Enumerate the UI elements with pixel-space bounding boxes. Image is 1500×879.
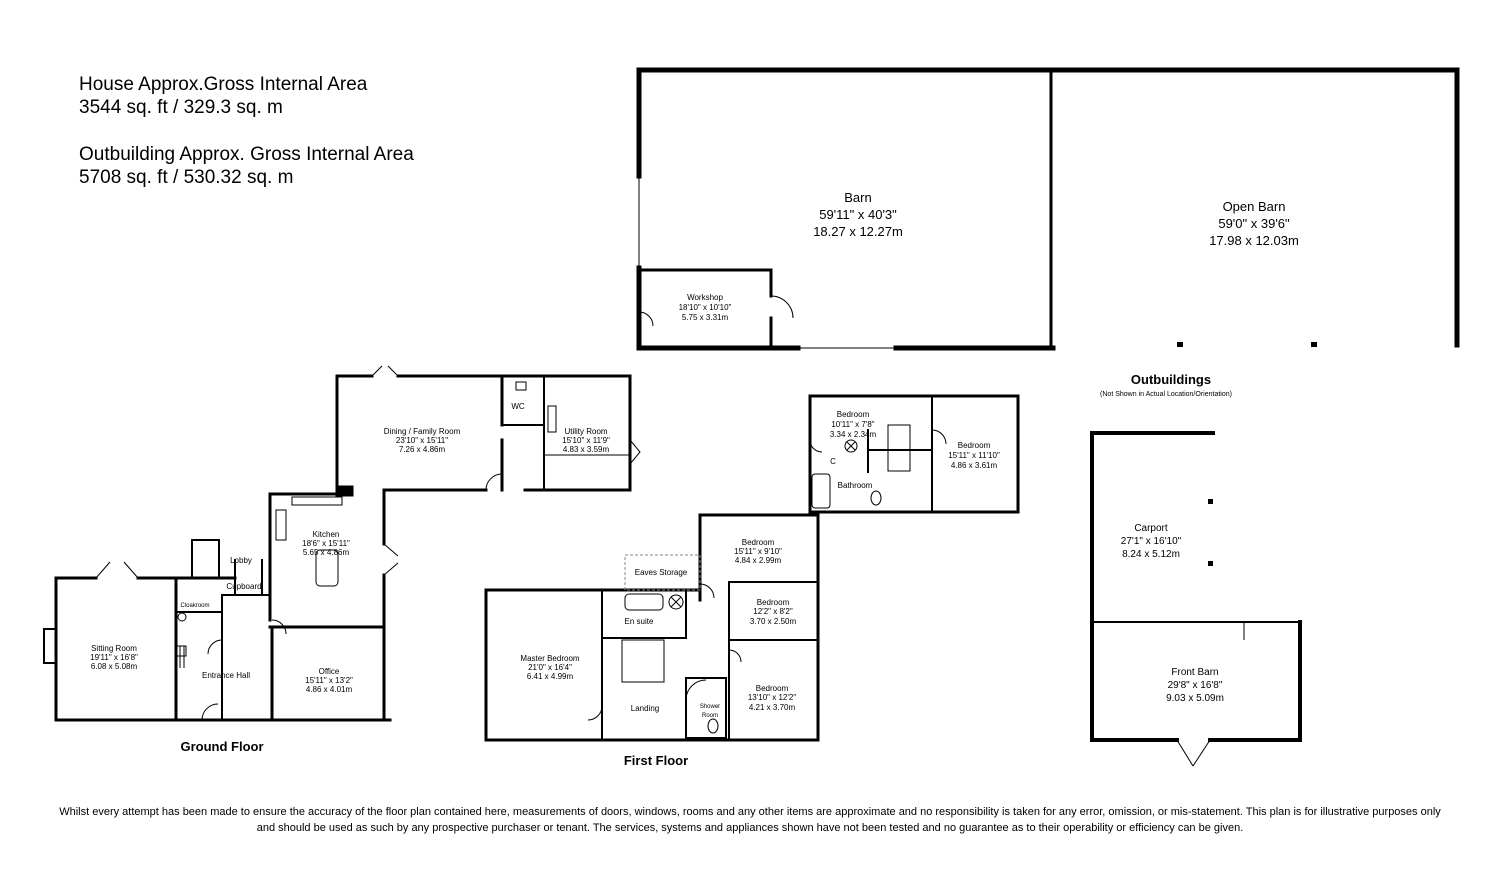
shower-room-label-2: Room (702, 713, 718, 719)
barn-metric: 18.27 x 12.27m (813, 224, 903, 239)
house-area: House Approx.Gross Internal Area 3544 sq… (79, 73, 367, 119)
office-label: Office 15'11" x 13'2" 4.86 x 4.01m (305, 667, 353, 694)
bedroom-e-label: Bedroom 13'10" x 12'2" 4.21 x 3.70m (748, 684, 796, 712)
dining-label: Dining / Family Room 23'10" x 15'11" 7.2… (384, 427, 461, 454)
bedroom-e-name: Bedroom (756, 684, 789, 693)
open-barn-name: Open Barn (1223, 199, 1286, 214)
bedroom-d-metric: 3.70 x 2.50m (750, 617, 797, 626)
dining-name: Dining / Family Room (384, 427, 461, 436)
bedroom-c-name: Bedroom (742, 538, 775, 547)
sitting-room-label: Sitting Room 19'11" x 16'8" 6.08 x 5.08m (90, 644, 138, 671)
carport-name: Carport (1134, 523, 1168, 534)
outbuilding-area-title: Outbuilding Approx. Gross Internal Area (79, 144, 414, 165)
bedroom-b-metric: 4.86 x 3.61m (951, 461, 998, 470)
first-floor-walls (484, 394, 1020, 742)
bedroom-c-imperial: 15'11" x 9'10" (734, 547, 782, 556)
office-imperial: 15'11" x 13'2" (305, 676, 353, 685)
eaves-storage-outline (624, 554, 701, 591)
ground-floor-doors (95, 365, 641, 721)
sitting-room-imperial: 19'11" x 16'8" (90, 653, 138, 662)
workshop-label: Workshop 18'10" x 10'10" 5.75 x 3.31m (679, 293, 732, 322)
bedroom-b-name: Bedroom (958, 441, 991, 450)
lobby-label: Lobby (230, 556, 252, 565)
bedroom-a-imperial: 10'11" x 7'8" (831, 420, 874, 429)
cupboard-c-label: C (830, 457, 836, 466)
entrance-hall-label: Entrance Hall (202, 671, 250, 680)
kitchen-name: Kitchen (313, 530, 340, 539)
first-floor-heading: First Floor (624, 753, 688, 768)
master-bedroom-label: Master Bedroom 21'0" x 16'4" 6.41 x 4.99… (520, 654, 579, 681)
bedroom-c-metric: 4.84 x 2.99m (735, 556, 782, 565)
landing-label: Landing (631, 704, 659, 713)
shower-room-label-1: Shower (700, 704, 720, 710)
bedroom-d-name: Bedroom (757, 598, 790, 607)
bedroom-e-imperial: 13'10" x 12'2" (748, 693, 796, 702)
ground-floor-walls (43, 374, 632, 722)
wc-label: WC (511, 402, 525, 411)
outbuildings-walls (636, 67, 1460, 742)
first-floor-doors (587, 429, 947, 721)
carport-metric: 8.24 x 5.12m (1122, 549, 1180, 560)
disclaimer-line-2: and should be used as such by any prospe… (256, 822, 1244, 834)
outbuildings-note: (Not Shown in Actual Location/Orientatio… (1100, 391, 1232, 398)
sitting-room-metric: 6.08 x 5.08m (91, 662, 138, 671)
front-barn-metric: 9.03 x 5.09m (1166, 693, 1224, 704)
house-area-value: 3544 sq. ft / 329.3 sq. m (79, 97, 283, 118)
open-barn-metric: 17.98 x 12.03m (1209, 233, 1299, 248)
dining-metric: 7.26 x 4.86m (399, 445, 446, 454)
disclaimer: Whilst every attempt has been made to en… (20, 804, 1480, 836)
bedroom-b-label: Bedroom 15'11" x 11'10" 4.86 x 3.61m (948, 441, 1000, 470)
cupboard-label: Cupboard (226, 582, 261, 591)
master-bedroom-name: Master Bedroom (520, 654, 579, 663)
bedroom-a-name: Bedroom (837, 410, 870, 419)
outbuilding-area: Outbuilding Approx. Gross Internal Area … (79, 143, 414, 189)
disclaimer-line-1: Whilst every attempt has been made to en… (59, 806, 1441, 818)
utility-name: Utility Room (564, 427, 607, 436)
outbuilding-area-value: 5708 sq. ft / 530.32 sq. m (79, 167, 294, 188)
bedroom-a-label: Bedroom 10'11" x 7'8" 3.34 x 2.34m (830, 410, 877, 439)
open-barn-imperial: 59'0" x 39'6" (1218, 216, 1290, 231)
kitchen-metric: 5.65 x 4.86m (303, 548, 350, 557)
master-bedroom-imperial: 21'0" x 16'4" (528, 663, 572, 672)
ground-floor-fixtures (176, 381, 557, 668)
master-bedroom-metric: 6.41 x 4.99m (527, 672, 574, 681)
workshop-name: Workshop (687, 293, 723, 302)
dining-imperial: 23'10" x 15'11" (396, 436, 448, 445)
outbuildings-heading: Outbuildings (1131, 372, 1211, 387)
utility-metric: 4.83 x 3.59m (563, 445, 610, 454)
bedroom-a-metric: 3.34 x 2.34m (830, 430, 877, 439)
carport-imperial: 27'1" x 16'10" (1121, 536, 1182, 547)
outbuilding-doors (638, 295, 1245, 767)
bedroom-d-label: Bedroom 12'2" x 8'2" 3.70 x 2.50m (750, 598, 797, 626)
kitchen-imperial: 18'6" x 15'11" (302, 539, 350, 548)
front-barn-label: Front Barn 29'8" x 16'8" 9.03 x 5.09m (1166, 667, 1224, 704)
workshop-metric: 5.75 x 3.31m (682, 313, 729, 322)
utility-imperial: 15'10" x 11'9" (562, 436, 610, 445)
barn-name: Barn (844, 190, 871, 205)
house-area-title: House Approx.Gross Internal Area (79, 74, 368, 95)
bedroom-b-imperial: 15'11" x 11'10" (948, 451, 1000, 460)
eaves-storage-label: Eaves Storage (635, 568, 688, 577)
front-barn-name: Front Barn (1171, 667, 1218, 678)
office-name: Office (319, 667, 340, 676)
kitchen-label: Kitchen 18'6" x 15'11" 5.65 x 4.86m (302, 530, 350, 557)
workshop-imperial: 18'10" x 10'10" (679, 303, 732, 312)
bathroom-label: Bathroom (838, 481, 873, 490)
open-barn-label: Open Barn 59'0" x 39'6" 17.98 x 12.03m (1209, 199, 1299, 248)
front-barn-imperial: 29'8" x 16'8" (1168, 680, 1223, 691)
bedroom-c-label: Bedroom 15'11" x 9'10" 4.84 x 2.99m (734, 538, 782, 565)
bedroom-e-metric: 4.21 x 3.70m (749, 703, 796, 712)
office-metric: 4.86 x 4.01m (306, 685, 353, 694)
carport-label: Carport 27'1" x 16'10" 8.24 x 5.12m (1121, 523, 1182, 560)
barn-imperial: 59'11" x 40'3" (819, 207, 897, 222)
ensuite-label: En suite (625, 617, 654, 626)
bedroom-d-imperial: 12'2" x 8'2" (753, 607, 793, 616)
first-floor-fixtures (624, 439, 882, 734)
sitting-room-name: Sitting Room (91, 644, 137, 653)
cloakroom-label: Cloakroom (180, 603, 209, 609)
utility-label: Utility Room 15'10" x 11'9" 4.83 x 3.59m (562, 427, 610, 454)
barn-label: Barn 59'11" x 40'3" 18.27 x 12.27m (813, 190, 903, 239)
ground-floor-heading: Ground Floor (180, 739, 263, 754)
